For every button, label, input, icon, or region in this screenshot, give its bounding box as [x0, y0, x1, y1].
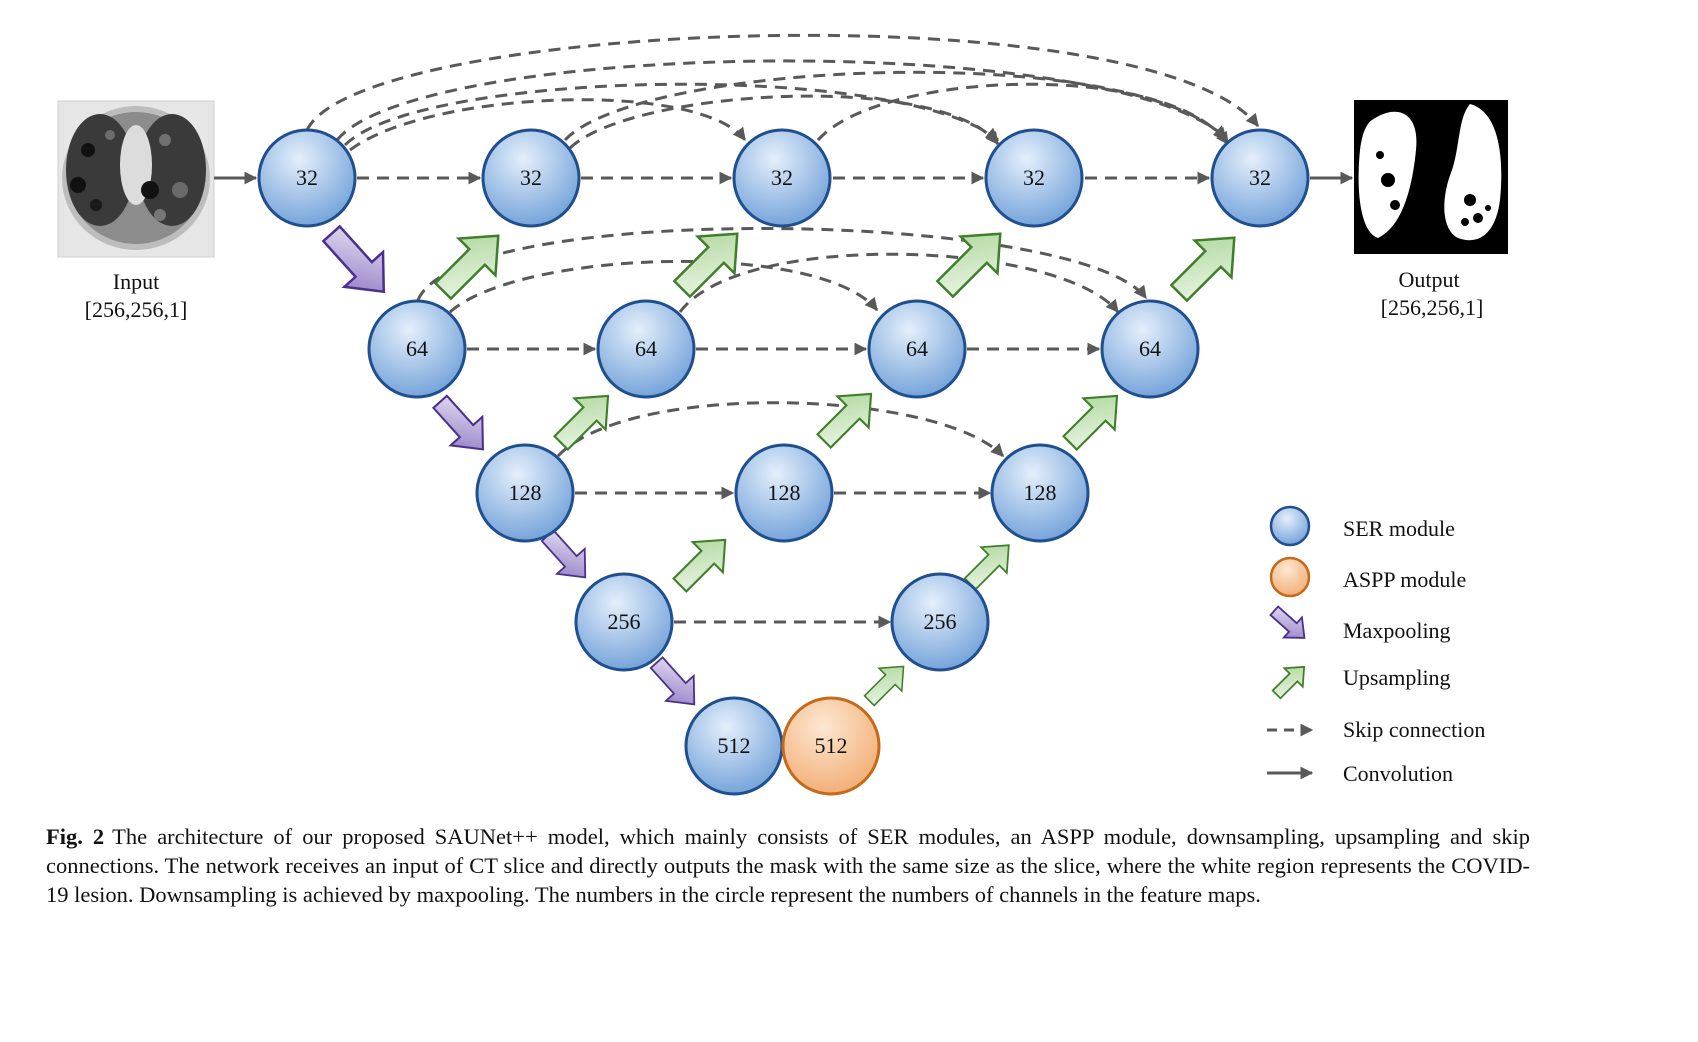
- node-label: 32: [771, 165, 793, 190]
- maxpool-arrow: [311, 215, 405, 311]
- skip-arc: [335, 59, 1228, 141]
- node-label: 32: [1023, 165, 1045, 190]
- node-label: 32: [520, 165, 542, 190]
- caption-text: The architecture of our proposed SAUNet+…: [46, 824, 1530, 907]
- legend-item-maxpool: Maxpooling: [1264, 599, 1451, 649]
- node-label: 64: [635, 336, 657, 361]
- caption-label: Fig. 2: [46, 824, 105, 849]
- legend-item-upsample: Upsampling: [1266, 656, 1451, 705]
- upsample-arrow: [1159, 218, 1254, 313]
- node-label: 512: [718, 733, 751, 758]
- ser-node: 256: [574, 572, 674, 672]
- legend-ser-swatch: [1269, 505, 1311, 547]
- legend-maxpool-arrow-icon: [1264, 599, 1315, 649]
- skip-arc: [556, 401, 1005, 458]
- ser-node: 32: [257, 128, 357, 228]
- legend-ser-label: SER module: [1343, 516, 1455, 541]
- skip-arc: [416, 226, 1148, 301]
- input-label: Input: [113, 269, 159, 294]
- upsample-arrow: [857, 654, 916, 713]
- node-label: 256: [924, 609, 957, 634]
- ser-node: 32: [984, 128, 1084, 228]
- upsample-arrow: [544, 379, 625, 460]
- ser-nodes: 32 32 32 32 32 64 64 64: [257, 128, 1310, 796]
- ser-node: 256: [890, 572, 990, 672]
- ser-node: 64: [867, 299, 967, 399]
- legend-item-conv: Convolution: [1267, 761, 1453, 786]
- output-label: Output: [1398, 267, 1459, 292]
- aspp-node: 512: [781, 696, 881, 796]
- node-label: 512: [815, 733, 848, 758]
- ser-node: 128: [475, 443, 575, 543]
- skip-arc: [449, 260, 879, 314]
- skip-arc: [678, 252, 1120, 314]
- ser-node: 128: [990, 443, 1090, 543]
- upsample-arrow: [1053, 379, 1134, 460]
- upsample-arrow: [807, 377, 888, 458]
- node-label: 64: [406, 336, 428, 361]
- legend-conv-label: Convolution: [1343, 761, 1453, 786]
- skip-arc: [816, 82, 1230, 146]
- ser-node: 512: [684, 696, 784, 796]
- output-mask-image: [1354, 100, 1508, 254]
- legend-aspp-swatch: [1269, 556, 1311, 598]
- architecture-diagram: Input [256,256,1] Output [256,256,1]: [57, 33, 1508, 796]
- skip-arc: [305, 33, 1260, 131]
- node-label: 64: [906, 336, 928, 361]
- legend-upsample-arrow-icon: [1266, 656, 1315, 705]
- maxpool-arrow: [423, 386, 500, 465]
- ser-node: 32: [1210, 128, 1310, 228]
- skip-arc: [343, 82, 1000, 147]
- upsample-arrow: [925, 214, 1020, 309]
- ser-node: 32: [481, 128, 581, 228]
- legend-item-aspp: ASPP module: [1269, 556, 1466, 598]
- legend-item-ser: SER module: [1269, 505, 1455, 547]
- input-ct-image: [57, 100, 215, 258]
- ser-node: 32: [732, 128, 832, 228]
- ser-node: 64: [596, 299, 696, 399]
- legend-aspp-label: ASPP module: [1343, 567, 1466, 592]
- node-label: 256: [608, 609, 641, 634]
- legend-maxpool-label: Maxpooling: [1343, 618, 1451, 643]
- skip-arc: [568, 94, 1000, 150]
- output-shape: [256,256,1]: [1381, 295, 1484, 320]
- upsample-arrow: [423, 216, 518, 311]
- skip-arc: [349, 98, 747, 152]
- upsample-arrow: [663, 523, 742, 602]
- node-label: 128: [509, 480, 542, 505]
- skip-arc: [563, 70, 1228, 142]
- input-shape: [256,256,1]: [85, 297, 188, 322]
- legend-skip-label: Skip connection: [1343, 717, 1485, 742]
- node-label: 128: [768, 480, 801, 505]
- legend: SER module ASPP module Maxpooling Upsamp…: [1264, 505, 1485, 786]
- ser-node: 64: [1100, 299, 1200, 399]
- ser-node: 128: [734, 443, 834, 543]
- node-label: 32: [296, 165, 318, 190]
- ser-node: 64: [367, 299, 467, 399]
- legend-upsample-label: Upsampling: [1343, 665, 1451, 690]
- legend-item-skip: Skip connection: [1267, 717, 1485, 742]
- skip-connections: [305, 33, 1260, 629]
- node-label: 32: [1249, 165, 1271, 190]
- node-label: 64: [1139, 336, 1161, 361]
- node-label: 128: [1024, 480, 1057, 505]
